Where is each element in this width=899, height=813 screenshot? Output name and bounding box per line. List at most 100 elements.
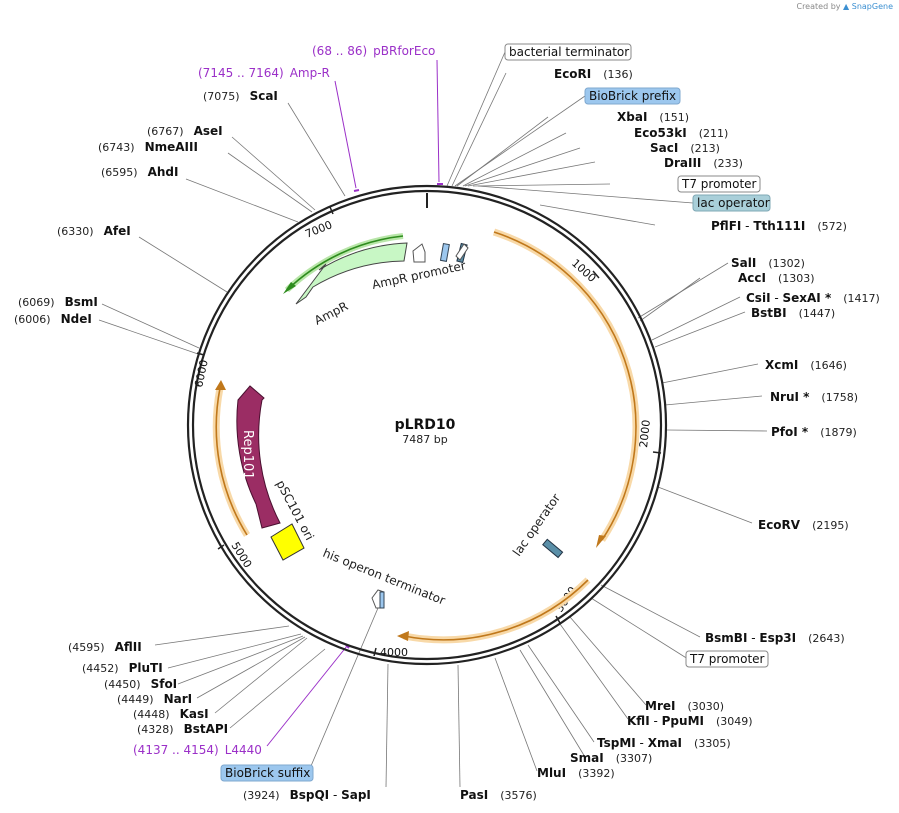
site-left-10[interactable]: (4449)NarI xyxy=(117,692,192,706)
site-right-1[interactable]: XbaI(151) xyxy=(617,110,689,124)
site-right-15[interactable]: MreI(3030) xyxy=(645,699,724,713)
site-position: (6069) xyxy=(18,296,55,309)
site-right-8[interactable]: CsiI - SexAI *(1417) xyxy=(746,291,880,305)
site-left-3[interactable]: (6595)AhdI xyxy=(101,165,178,179)
credit-brand: SnapGene xyxy=(851,2,893,11)
feature-amp-r-promoter[interactable] xyxy=(412,243,426,263)
site-right-12[interactable]: PfoI *(1879) xyxy=(771,425,857,439)
primer-amp-r-name: Amp-R xyxy=(290,66,330,80)
site-left-4[interactable]: (6330)AfeI xyxy=(57,224,131,238)
site-position: (1303) xyxy=(778,272,815,285)
site-right-6[interactable]: SalI(1302) xyxy=(731,256,805,270)
site-name-alt: SapI xyxy=(341,788,371,802)
primer-l4440-label: (4137 .. 4154)L4440 xyxy=(133,743,262,757)
bacterial-terminator-label: bacterial terminator xyxy=(509,45,629,59)
lac-operator-top-box[interactable] xyxy=(692,194,771,212)
site-left-8[interactable]: (4452)PluTI xyxy=(82,661,163,675)
primer-pbrforeco-name: pBRforEco xyxy=(373,44,435,58)
site-name: PflFI xyxy=(711,219,741,233)
site-name: XcmI xyxy=(765,358,798,372)
site-left-5[interactable]: (6069)BsmI xyxy=(18,295,98,309)
plasmid-length: 7487 bp xyxy=(402,433,447,446)
site-name-alt: SexAI * xyxy=(783,291,832,305)
t7-promoter-top-label: T7 promoter xyxy=(681,177,757,191)
site-separator: - xyxy=(636,736,648,750)
orf-arrowheads xyxy=(215,282,606,641)
site-right-4[interactable]: DraIII(233) xyxy=(664,156,743,170)
site-left-7[interactable]: (4595)AflII xyxy=(68,640,142,654)
site-right-20[interactable]: PasI (3576) xyxy=(460,788,537,802)
feature-biobrick-prefix-mark[interactable] xyxy=(439,243,450,262)
site-left-0[interactable]: (7075) ScaI xyxy=(203,89,278,103)
tick-label-7000: 7000 xyxy=(303,218,334,241)
tick-label-2000: 2000 xyxy=(637,419,653,448)
leader-lines xyxy=(98,51,768,788)
tick-label-4000: 4000 xyxy=(380,646,408,659)
site-position: (4448) xyxy=(133,708,170,721)
primer-amp-r-mark[interactable] xyxy=(353,189,360,192)
site-position: (6006) xyxy=(14,313,51,326)
biobrick-prefix-box[interactable] xyxy=(584,87,681,105)
site-left-13[interactable]: (3924)BspQI - SapI xyxy=(243,788,371,802)
site-right-19[interactable]: MluI(3392) xyxy=(537,766,615,780)
site-right-5[interactable]: PflFI - Tth111I(572) xyxy=(711,219,847,233)
site-name: PfoI * xyxy=(771,425,809,439)
site-right-18[interactable]: SmaI(3307) xyxy=(570,751,652,765)
site-left-12[interactable]: (4328)BstAPI xyxy=(137,722,228,736)
feature-t7-promoter-mark[interactable] xyxy=(455,243,469,261)
site-right-14[interactable]: BsmBI - Esp3I(2643) xyxy=(705,631,845,645)
site-name: NmeAIII xyxy=(145,140,198,154)
site-name: CsiI xyxy=(746,291,771,305)
bacterial-terminator-box[interactable] xyxy=(504,43,632,61)
site-name: EcoRI xyxy=(554,67,591,81)
feature-lac-operator-inner[interactable] xyxy=(542,538,564,559)
site-right-3[interactable]: SacI(213) xyxy=(650,141,720,155)
site-name-alt: PpuMI xyxy=(662,714,704,728)
site-name-alt: Esp3I xyxy=(759,631,796,645)
site-position: (211) xyxy=(699,127,729,140)
site-right-13[interactable]: EcoRV(2195) xyxy=(758,518,849,532)
site-left-11[interactable]: (4448)KasI xyxy=(133,707,209,721)
site-right-7[interactable]: AccI (1303) xyxy=(738,271,815,285)
site-name-alt: Tth111I xyxy=(753,219,805,233)
primer-amp-r-range: (7145 .. 7164) xyxy=(198,66,284,80)
site-right-11[interactable]: NruI *(1758) xyxy=(770,390,858,404)
site-name: KflI xyxy=(627,714,650,728)
site-name: ScaI xyxy=(250,89,278,103)
feature-psc101-ori[interactable] xyxy=(270,523,305,561)
orf-arcs xyxy=(212,228,640,644)
site-name: NdeI xyxy=(61,312,92,326)
t7-promoter-bottom-box[interactable] xyxy=(685,650,769,668)
site-name: AccI xyxy=(738,271,766,285)
site-name: Eco53kI xyxy=(634,126,687,140)
site-name: MreI xyxy=(645,699,675,713)
site-right-17[interactable]: TspMI - XmaI(3305) xyxy=(597,736,731,750)
feature-his-terminator-mark[interactable] xyxy=(379,591,385,609)
site-right-0[interactable]: EcoRI(136) xyxy=(554,67,633,81)
site-name: NarI xyxy=(164,692,193,706)
site-left-2[interactable]: (6743)NmeAIII xyxy=(98,140,198,154)
site-name: BstAPI xyxy=(184,722,229,736)
site-right-10[interactable]: XcmI(1646) xyxy=(765,358,847,372)
snapgene-logo-icon: ▲ xyxy=(843,2,850,11)
site-left-9[interactable]: (4450)SfoI xyxy=(104,677,177,691)
site-right-2[interactable]: Eco53kI (211) xyxy=(634,126,728,140)
feature-amp-r[interactable] xyxy=(295,242,408,305)
site-position: (572) xyxy=(817,220,847,233)
feature-amp-r-promoter-label: AmpR promoter xyxy=(371,258,467,292)
site-name: AhdI xyxy=(148,165,179,179)
site-right-9[interactable]: BstBI(1447) xyxy=(751,306,835,320)
site-left-6[interactable]: (6006) NdeI xyxy=(14,312,92,326)
site-left-1[interactable]: (6767)AseI xyxy=(147,124,223,138)
site-position: (151) xyxy=(659,111,689,124)
site-name: PasI xyxy=(460,788,488,802)
site-position: (7075) xyxy=(203,90,240,103)
feature-rep101[interactable] xyxy=(236,385,281,529)
site-right-16[interactable]: KflI - PpuMI(3049) xyxy=(627,714,753,728)
site-position: (3576) xyxy=(500,789,537,802)
site-name: SmaI xyxy=(570,751,604,765)
orf-arrowhead-amp-icon xyxy=(283,282,296,294)
t7-promoter-top-box[interactable] xyxy=(677,175,761,193)
biobrick-suffix-box[interactable] xyxy=(220,764,314,782)
